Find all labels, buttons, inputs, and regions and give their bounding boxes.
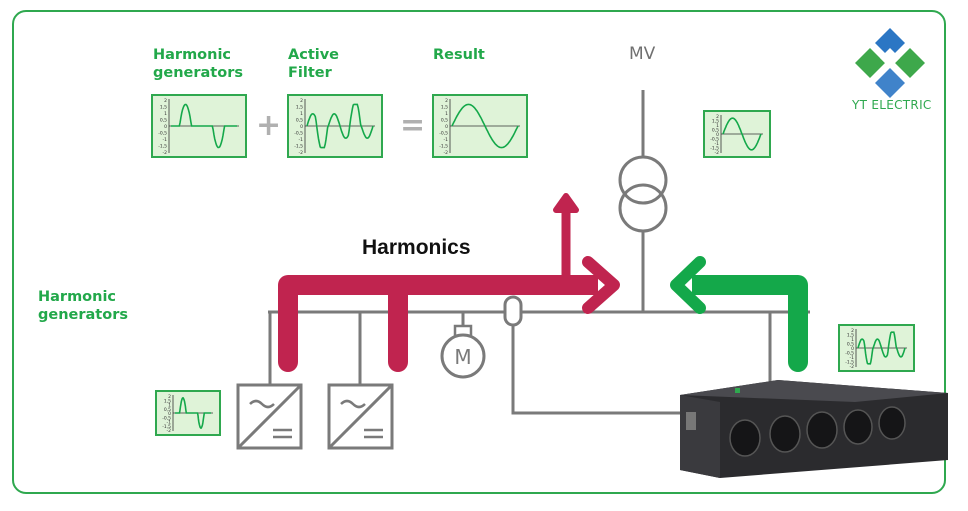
motor-label: M [454,345,471,369]
wave-tick-label: -1,5 [294,144,303,150]
wave-tick-label: 2 [716,114,719,120]
wave-tick-label: 1 [168,403,171,409]
transformer-icon [618,155,668,233]
plus-operator: + [256,108,282,143]
motor-icon: M [440,324,486,379]
sensor-signal-line [511,325,680,415]
top-harmonic-generators-label: Harmonic generators [153,46,243,82]
wave-tick-label: 0,5 [164,407,171,413]
wave-tick-label: -0,5 [439,131,448,137]
vfd-drive-icon [236,383,303,450]
wave-trace [175,397,211,430]
wave-tick-label: 2 [445,98,448,104]
label-line-1: Harmonic [153,47,232,63]
wave-tick-label: 1 [716,123,719,129]
wave-tick-label: 2 [851,328,854,334]
wave-tick-label: 1 [164,111,167,117]
result-label: Result [433,47,485,63]
wave-tick-label: -0,5 [710,137,719,143]
harmonic-up-arrow-head [553,193,579,213]
wave-tick-label: -2 [850,364,855,370]
diagram-frame [12,10,946,494]
wave-tick-label: 0,5 [296,118,303,124]
wave-tick-label: -2 [163,150,168,156]
wave-tick-label: -1,5 [710,146,719,152]
wave-tick-label: 2 [164,98,167,104]
wave-tick-label: 1,5 [712,119,719,125]
wave-trace [722,117,762,151]
wave-tick-label: 2 [300,98,303,104]
label-line-2: generators [38,307,128,323]
active-filter-unit [680,380,948,478]
wave-tick-label: 0 [300,124,303,130]
wave-tick-label: -1,5 [439,144,448,150]
wave-tick-label: -1,5 [845,360,854,366]
wave-tick-label: -2 [715,150,720,156]
wave-tick-label: -1 [715,141,720,147]
wave-tick-label: -0,5 [294,131,303,137]
current-sensor-icon [503,295,523,327]
brand-name: YT ELECTRIC [852,98,932,112]
wave-tick-label: -1,5 [162,424,171,430]
wave-tick-label: -1 [167,420,172,426]
wave-trace [306,103,374,149]
wave-tick-label: 0 [168,411,171,417]
wave-tick-label: -1 [444,137,449,143]
wave-tick-label: 1 [300,111,303,117]
wave-tick-label: 1,5 [847,333,854,339]
label-line-1: Active [288,47,340,63]
label-line-2: generators [153,65,243,81]
wave-tick-label: -1 [299,137,304,143]
label-line-1: Harmonic [38,289,117,305]
wave-trace [857,331,906,365]
wave-trace [171,103,237,149]
wave-tick-label: -1 [850,355,855,361]
wave-tick-label: 1,5 [296,105,303,111]
wave-tick-label: 0 [851,346,854,352]
wave-trace [451,103,519,149]
left-harmonic-generators-label: Harmonic generators [38,288,128,324]
mv-label: MV [629,44,656,64]
wave-tick-label: 0 [164,124,167,130]
harmonic-arrow-head [582,256,620,314]
wave-tick-label: 0 [445,124,448,130]
active-filter-label: Active Filter [288,46,339,82]
label-line-2: Filter [288,65,332,81]
harmonics-title: Harmonics [362,236,471,259]
wave-tick-label: -0,5 [158,131,167,137]
wave-tick-label: 1 [445,111,448,117]
wave-tick-label: -2 [444,150,449,156]
harmonic-flow-arrows [278,208,598,362]
wave-tick-label: 1,5 [441,105,448,111]
yt-electric-logo [855,28,925,98]
wave-tick-label: -2 [299,150,304,156]
wave-tick-label: 0,5 [441,118,448,124]
wave-tick-label: 0 [716,132,719,138]
wave-tick-label: 2 [168,394,171,400]
vfd-drive-icon-2 [327,383,394,450]
wave-tick-label: 1,5 [160,105,167,111]
compensation-arrow-head [670,256,706,314]
wave-tick-label: -0,5 [162,415,171,421]
wave-tick-label: 0,5 [160,118,167,124]
wave-tick-label: -0,5 [845,351,854,357]
compensation-flow-arrow [692,275,808,362]
wave-tick-label: -1 [163,137,168,143]
wave-tick-label: -1,5 [158,144,167,150]
equals-operator: = [400,108,426,143]
wave-tick-label: 1,5 [164,398,171,404]
wave-tick-label: -2 [167,428,172,434]
wave-tick-label: 0,5 [712,128,719,134]
wave-tick-label: 0,5 [847,342,854,348]
wave-tick-label: 1 [851,337,854,343]
